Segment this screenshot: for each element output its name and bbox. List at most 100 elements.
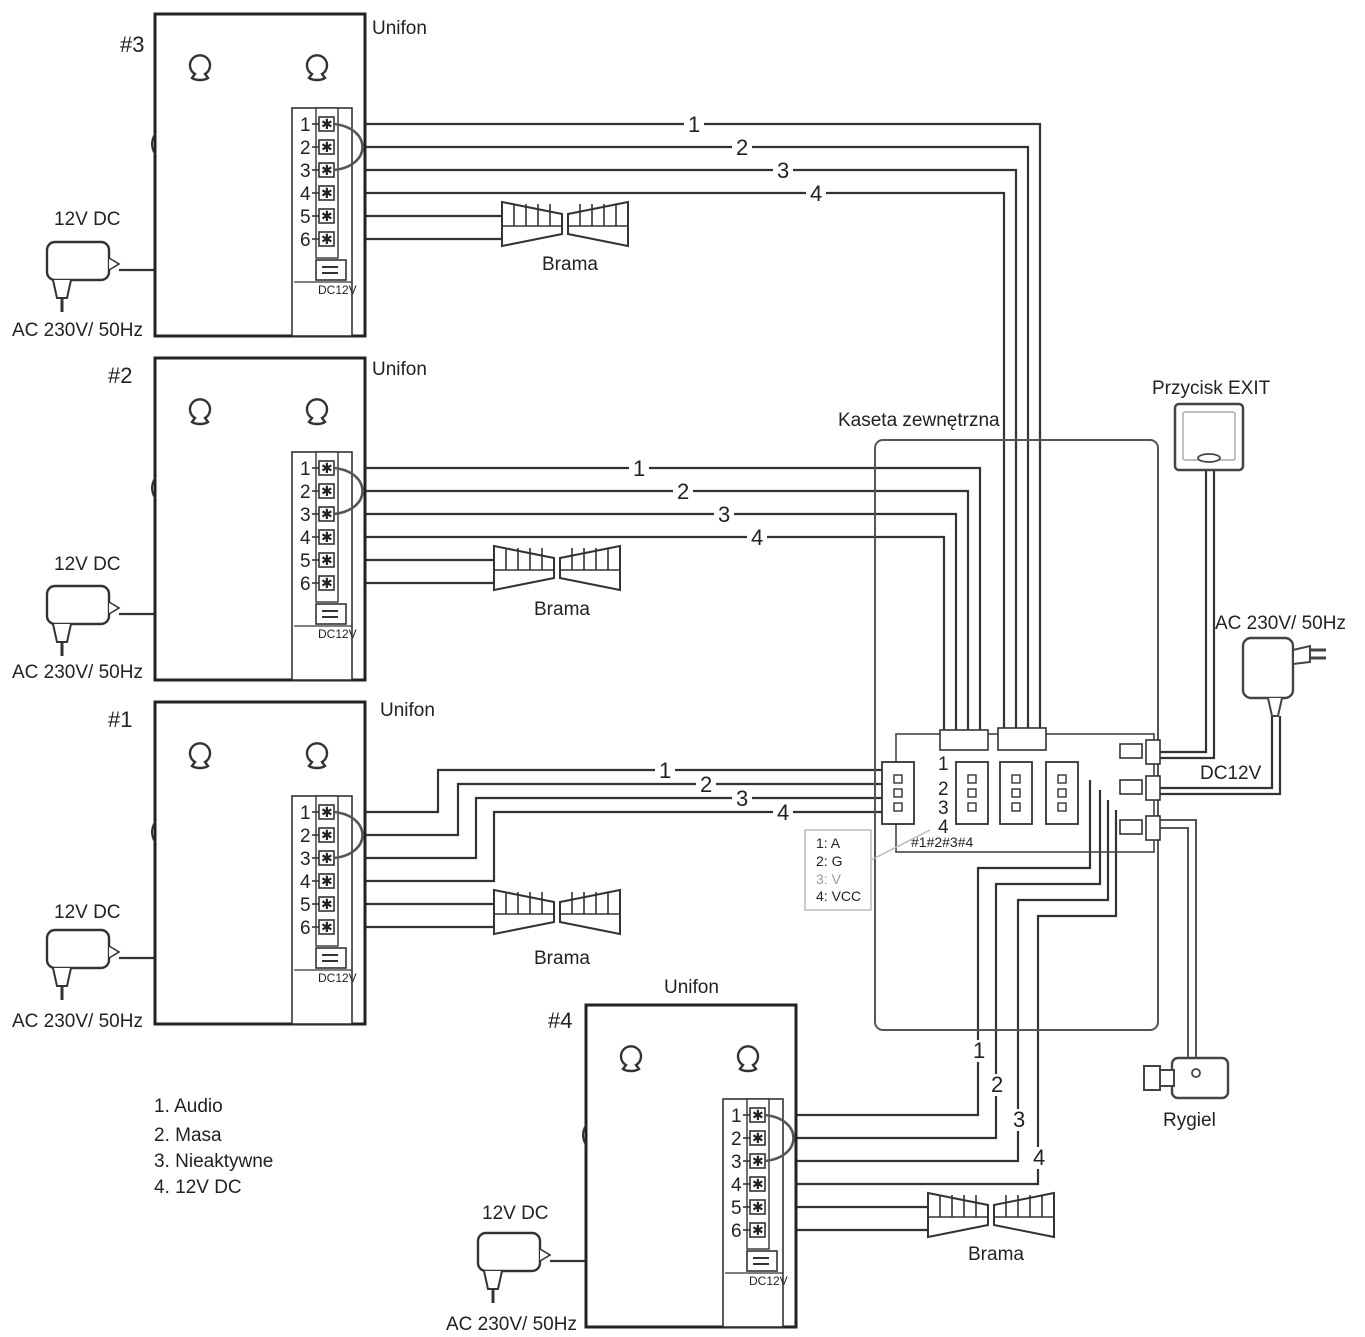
terminal-number: 6 xyxy=(300,574,311,595)
terminal-number: 2 xyxy=(300,826,311,847)
dc-jack-label: DC12V xyxy=(749,1274,788,1288)
terminal-number: 4 xyxy=(300,184,311,205)
terminal-number: 3 xyxy=(300,849,311,870)
svg-text:✱: ✱ xyxy=(752,1130,764,1146)
outdoor-dc-label: DC12V xyxy=(1200,763,1262,784)
svg-text:✱: ✱ xyxy=(321,460,333,476)
mounting-hole-icon xyxy=(188,398,212,426)
svg-text:✱: ✱ xyxy=(321,919,333,935)
power-adapter-icon xyxy=(476,1231,542,1273)
monitor-id: #2 xyxy=(108,363,132,388)
legend-item-1: 1. Audio xyxy=(154,1096,223,1117)
terminal-number: 4 xyxy=(300,528,311,549)
terminal-jumper xyxy=(764,1113,795,1163)
svg-text:✱: ✱ xyxy=(321,116,333,132)
wire-number: 3 xyxy=(1013,1107,1025,1132)
legend-item-4: 4. 12V DC xyxy=(154,1177,242,1198)
mounting-hole-icon xyxy=(305,54,329,82)
mains-label: AC 230V/ 50Hz xyxy=(12,320,143,341)
wire-number: 1 xyxy=(973,1038,985,1063)
svg-text:✱: ✱ xyxy=(321,552,333,568)
terminal-jumper xyxy=(333,810,364,860)
svg-text:✱: ✱ xyxy=(321,575,333,591)
svg-text:✱: ✱ xyxy=(752,1107,764,1123)
wire-number: 2 xyxy=(700,772,712,797)
legend-item-3: 3. Nieaktywne xyxy=(154,1151,273,1172)
monitor-id: #3 xyxy=(120,32,144,57)
terminal-number: 6 xyxy=(300,918,311,939)
outdoor-station-panel xyxy=(874,439,1159,1031)
adapter-label: 12V DC xyxy=(482,1203,549,1224)
exit-button[interactable]: Przycisk EXIT xyxy=(1152,378,1271,472)
outdoor-station: Kaseta zewnętrzna 1 2 3 4 #1#2#3#4 1: A … xyxy=(804,410,1262,1031)
legend-item-2: 2. Masa xyxy=(154,1125,222,1146)
svg-text:✱: ✱ xyxy=(321,827,333,843)
terminal-number: 5 xyxy=(300,551,311,572)
right-adapter-icon xyxy=(1241,636,1295,700)
right-mains-label: AC 230V/ 50Hz xyxy=(1215,613,1346,634)
terminal-jumper xyxy=(333,466,364,516)
pin-legend-1: 1: A xyxy=(816,835,841,851)
dc-jack-icon xyxy=(746,1250,778,1272)
pin-legend-2: 2: G xyxy=(816,853,842,869)
terminal-number: 1 xyxy=(300,803,311,824)
gate-label: Brama xyxy=(542,254,598,275)
mounting-hole-icon xyxy=(736,1045,760,1073)
terminal-number: 3 xyxy=(300,161,311,182)
wire-number: 3 xyxy=(736,786,748,811)
mounting-hole-icon xyxy=(188,54,212,82)
wire-legend: 1. Audio 2. Masa 3. Nieaktywne 4. 12V DC xyxy=(154,1096,273,1198)
mounting-hole-icon xyxy=(619,1045,643,1073)
monitor-label: Unifon xyxy=(372,18,427,39)
outdoor-station-title: Kaseta zewnętrzna xyxy=(838,410,1000,431)
plug-top-1 xyxy=(939,729,989,751)
right-power-adapter: AC 230V/ 50Hz xyxy=(1215,613,1346,717)
outdoor-port-1 xyxy=(881,761,915,825)
wire-number: 4 xyxy=(777,800,789,825)
wire-number: 4 xyxy=(810,181,822,206)
lock: Rygiel xyxy=(1143,1056,1230,1131)
svg-text:✱: ✱ xyxy=(321,506,333,522)
wire-number: 4 xyxy=(1033,1145,1045,1170)
svg-text:✱: ✱ xyxy=(321,483,333,499)
adapter-label: 12V DC xyxy=(54,554,121,575)
dc-jack-icon xyxy=(315,603,347,625)
monitor-label: Unifon xyxy=(372,359,427,380)
terminal-number: 6 xyxy=(731,1221,742,1242)
mounting-hole-icon xyxy=(305,742,329,770)
terminal-number: 4 xyxy=(731,1175,742,1196)
monitor-label: Unifon xyxy=(380,700,435,721)
terminal-number: 2 xyxy=(300,482,311,503)
power-adapter-icon xyxy=(45,584,111,626)
plug-top-2 xyxy=(997,727,1047,751)
svg-text:✱: ✱ xyxy=(321,850,333,866)
mains-label: AC 230V/ 50Hz xyxy=(12,1011,143,1032)
mains-label: AC 230V/ 50Hz xyxy=(446,1314,577,1335)
wire-number: 1 xyxy=(659,758,671,783)
wire-number: 1 xyxy=(633,456,645,481)
power-adapter-icon xyxy=(45,240,111,282)
lock-icon xyxy=(1170,1056,1230,1100)
outdoor-port-4 xyxy=(1045,761,1079,825)
port-number-2: 2 xyxy=(938,779,949,800)
pin-legend-3: 3: V xyxy=(816,871,842,887)
pin-legend-box xyxy=(804,829,872,911)
svg-text:✱: ✱ xyxy=(321,162,333,178)
dc-jack-label: DC12V xyxy=(318,627,357,641)
svg-text:✱: ✱ xyxy=(321,139,333,155)
svg-text:✱: ✱ xyxy=(321,185,333,201)
terminal-number: 1 xyxy=(300,459,311,480)
terminal-number: 3 xyxy=(300,505,311,526)
svg-text:✱: ✱ xyxy=(321,873,333,889)
pin-legend-pointer xyxy=(870,829,931,861)
power-adapter-icon xyxy=(45,928,111,970)
terminal-number: 6 xyxy=(300,230,311,251)
terminal-number: 3 xyxy=(731,1152,742,1173)
lock-label: Rygiel xyxy=(1163,1110,1216,1131)
monitor-label: Unifon xyxy=(664,977,719,998)
